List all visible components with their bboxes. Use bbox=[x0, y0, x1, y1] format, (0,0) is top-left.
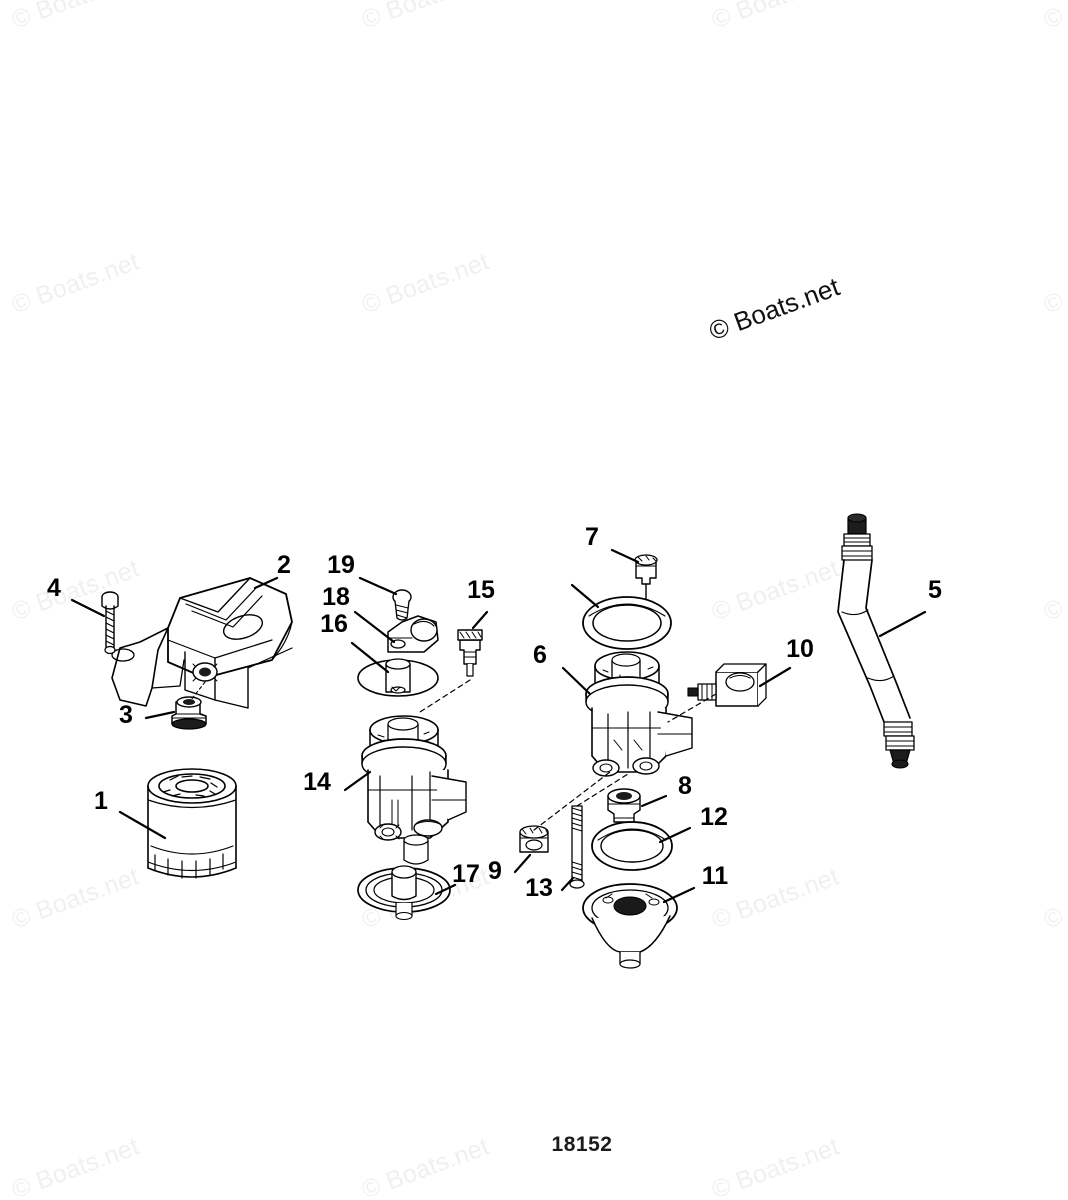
part-screw-4 bbox=[101, 591, 119, 655]
part-sensor-switch-15 bbox=[457, 629, 483, 677]
part-o-ring-12 bbox=[591, 821, 673, 871]
part-sea-water-pump-body-6 bbox=[585, 651, 693, 777]
part-oil-hose-5 bbox=[837, 513, 915, 769]
callout-label-clamp-bracket: 18 bbox=[322, 583, 350, 611]
part-nut-7 bbox=[634, 554, 658, 607]
part-plug-3 bbox=[171, 696, 207, 730]
part-screw-19 bbox=[392, 589, 412, 621]
callout-label-screw-small: 19 bbox=[327, 551, 355, 579]
part-filter-adapter-housing bbox=[111, 577, 293, 709]
callout-label-pump-impeller-cover: 17 bbox=[452, 860, 480, 888]
callout-label-plug-fitting: 3 bbox=[119, 701, 133, 729]
part-pump-cover-base-11 bbox=[582, 883, 678, 969]
callout-label-sea-water-pump-body: 6 bbox=[533, 641, 547, 669]
part-clamp-bracket-18 bbox=[387, 615, 439, 653]
callout-label-oil-pump-assembly: 14 bbox=[303, 768, 331, 796]
callout-label-fitting-nut-lower: 9 bbox=[488, 857, 502, 885]
part-stud-bolt-13 bbox=[569, 805, 585, 889]
callout-label-gasket-plate: 16 bbox=[320, 610, 348, 638]
callout-label-nut-retainer-top: 7 bbox=[585, 523, 599, 551]
callout-label-screw-bolt: 4 bbox=[47, 574, 61, 602]
callout-label-stud-bolt: 13 bbox=[525, 874, 553, 902]
callout-label-oil-filter: 1 bbox=[94, 787, 108, 815]
part-oil-pump-assembly-14 bbox=[361, 715, 467, 865]
part-elbow-fitting-10 bbox=[687, 663, 767, 707]
part-gasket-plate-16 bbox=[357, 658, 439, 697]
callout-label-o-ring-seal-lower: 12 bbox=[700, 803, 728, 831]
callout-label-oil-hose-tube: 5 bbox=[928, 576, 942, 604]
figure-number-text: 18152 bbox=[551, 1133, 613, 1156]
part-o-ring-20 bbox=[582, 596, 672, 650]
callout-label-pump-cover-base: 11 bbox=[702, 862, 729, 890]
part-impeller-cover-17 bbox=[357, 865, 451, 921]
part-drain-plug-8 bbox=[607, 788, 641, 823]
figure-number: 18152 bbox=[0, 1133, 1068, 1157]
callout-label-elbow-fitting: 10 bbox=[786, 635, 814, 663]
part-fitting-nut-9 bbox=[519, 825, 549, 853]
callout-label-drain-plug: 8 bbox=[678, 772, 692, 800]
callout-label-sensor-switch: 15 bbox=[467, 576, 495, 604]
part-oil-filter bbox=[147, 768, 237, 879]
callout-label-oil-filter-adapter-housing: 2 bbox=[277, 551, 291, 579]
